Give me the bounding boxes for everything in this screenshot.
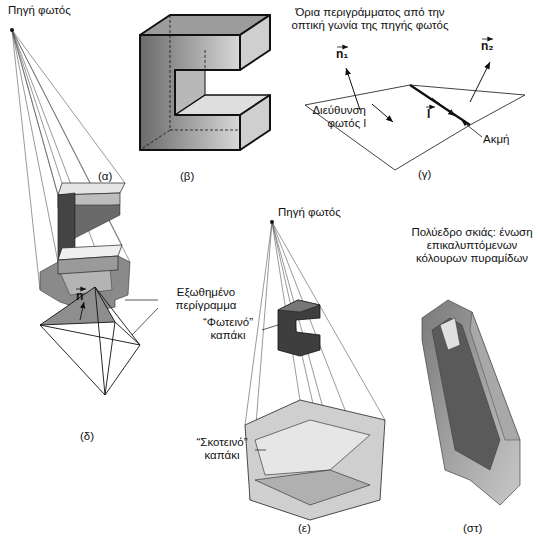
text-label: (α) [98, 170, 128, 183]
text-label: Όρια περιγράμματος από την οπτική γωνία … [280, 6, 460, 32]
panel-d [40, 287, 158, 395]
panel-f [422, 300, 520, 505]
text-label: (ε) [298, 522, 328, 535]
text-label: “Σκοτεινό” καπάκι [186, 436, 258, 462]
text-label: Ακμή [483, 133, 533, 146]
text-label: Διεύθυνση φωτός l [296, 104, 366, 130]
text-label: “Φωτεινό” καπάκι [192, 316, 264, 342]
text-label: (δ) [80, 430, 110, 443]
text-label: Εξωθημένο περίγραμμα [156, 286, 256, 312]
text-label: (β) [180, 170, 210, 183]
text-label: (γ) [418, 168, 448, 181]
vector-label: n [76, 290, 90, 303]
panel-a [10, 28, 130, 312]
vector-label: n₁ [336, 48, 360, 61]
panel-e [245, 220, 385, 520]
panel-b [140, 15, 270, 150]
text-label: Πηγή φωτός [8, 4, 88, 17]
text-label: (στ) [463, 522, 503, 535]
text-label: Πολύεδρο σκιάς: ένωση επικαλυπτόμενων κό… [404, 226, 540, 265]
text-label: Πηγή φωτός [278, 206, 358, 219]
vector-label: n₂ [481, 40, 505, 53]
vector-label: l [427, 108, 441, 121]
